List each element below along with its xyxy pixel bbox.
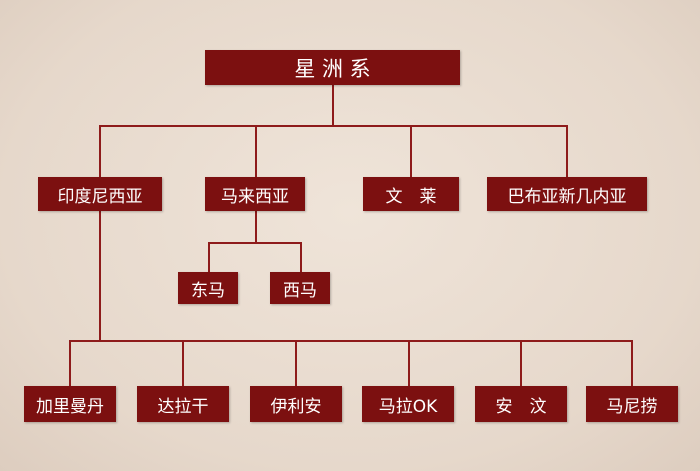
connector-westmalaysia-up (300, 242, 302, 272)
connector-level3-bar (69, 340, 633, 342)
connector-png-up (566, 125, 568, 177)
node-west-malaysia: 西马 (270, 272, 330, 304)
connector-kalimantan-up (69, 340, 71, 386)
node-kalimantan: 加里曼丹 (24, 386, 116, 422)
connector-indonesia-down (99, 211, 101, 341)
connector-indonesia-up (99, 125, 101, 177)
connector-eastmalaysia-up (208, 242, 210, 272)
node-malaysia: 马来西亚 (205, 177, 305, 211)
node-papua-new-guinea: 巴布亚新几内亚 (487, 177, 647, 211)
root-node-xingzhou: 星 洲 系 (205, 50, 460, 85)
node-brunei: 文 莱 (363, 177, 459, 211)
node-manila: 马尼捞 (586, 386, 678, 422)
connector-tarakan-up (182, 340, 184, 386)
connector-root-down (332, 84, 334, 126)
connector-ambon-up (520, 340, 522, 386)
node-irian: 伊利安 (250, 386, 342, 422)
connector-maluku-up (408, 340, 410, 386)
connector-malaysia-up (255, 125, 257, 177)
connector-irian-up (295, 340, 297, 386)
connector-manila-up (631, 340, 633, 386)
node-east-malaysia: 东马 (178, 272, 238, 304)
connector-brunei-up (410, 125, 412, 177)
connector-malaysia-bar (208, 242, 302, 244)
connector-level1-bar (99, 125, 568, 127)
node-tarakan: 达拉干 (137, 386, 229, 422)
node-indonesia: 印度尼西亚 (38, 177, 162, 211)
node-ambon: 安 汶 (475, 386, 567, 422)
node-maluku: 马拉OK (362, 386, 454, 422)
connector-malaysia-down (255, 211, 257, 243)
